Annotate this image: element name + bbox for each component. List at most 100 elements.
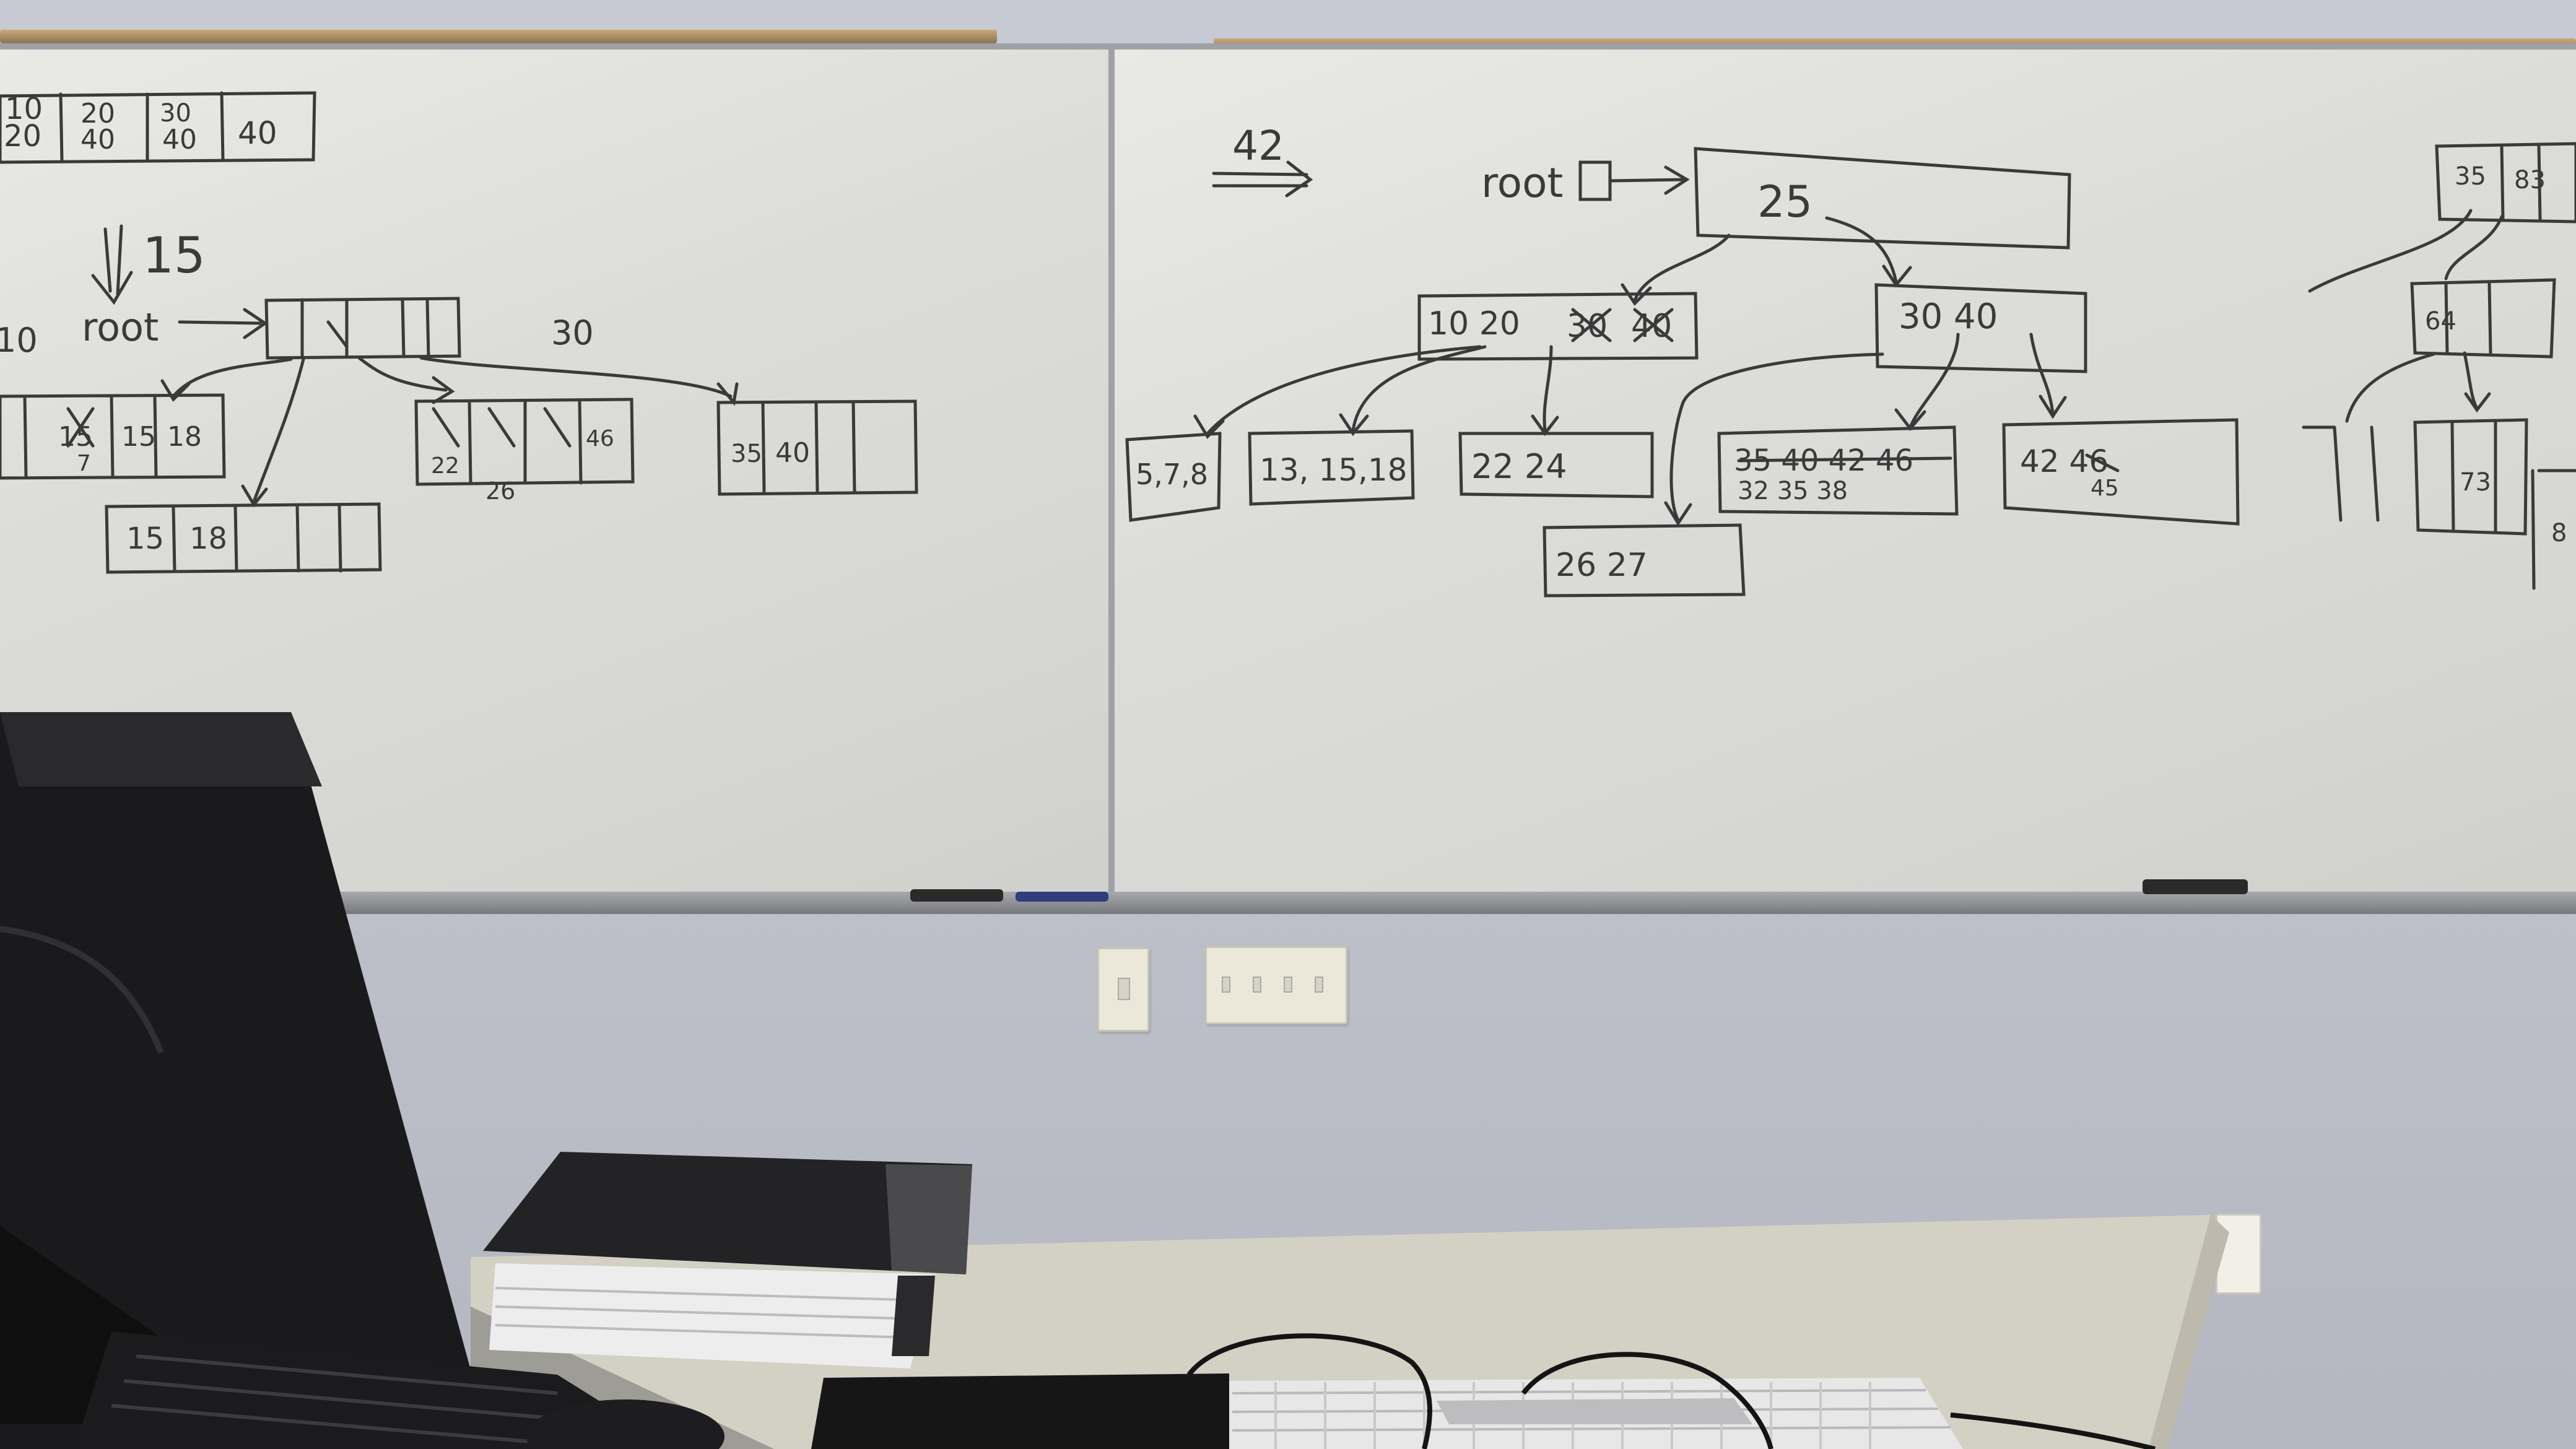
far-right-arrows [2302,209,2504,522]
left-right-label: 30 [551,313,594,352]
left-top-2: 20 [4,119,41,154]
right-arrow-leaf1 [1193,345,1482,440]
right-right-internal-values: 30 40 [1899,297,1998,337]
right-leaf-5-top: 35 40 42 46 [1734,443,1913,478]
left-top-5: 30 [160,99,191,128]
right-left-internal-values: 10 20 [1428,305,1520,342]
far-right-4: 73 [2460,468,2491,497]
right-leaf-4-values: 26 27 [1556,547,1648,584]
left-leaf-d-1: 15 [126,521,164,556]
left-leaf-a-1: 15 [58,421,93,453]
right-left-internal-struck-2: 40 [1631,308,1672,345]
right-root-arrow-right [1825,216,1912,288]
left-board-text: 10 20 20 40 30 40 40 15 root 10 30 15 15… [0,92,810,556]
right-arrow-leaf6 [2029,333,2067,419]
left-down-arrow [91,224,133,305]
left-node-arrow-3 [357,356,455,404]
left-node-arrow-4 [419,356,739,406]
far-right-node-mid [2410,278,2556,359]
dimmer-switch-plate [1205,946,1347,1024]
left-node-arrow-1 [160,357,293,402]
switch-2[interactable] [1253,977,1261,993]
right-leaf-5 [1717,425,1959,516]
right-root-arrow [1608,165,1690,195]
switch-4[interactable] [1315,977,1323,993]
switch-3[interactable] [1284,977,1292,993]
left-leaf-a [0,393,226,480]
right-leaf-2-values: 13, 15,18 [1260,452,1408,488]
switch-1[interactable] [1222,977,1230,993]
left-top-4: 40 [80,124,115,155]
right-board-text: 42 root 25 10 20 30 40 30 40 5,7,8 13, 1… [1136,122,2567,584]
right-root-box [1578,160,1612,201]
left-leaf-b-3: 46 [586,426,614,451]
right-root-node [1694,147,2071,250]
mouse [526,1399,724,1449]
right-root-label: root [1481,159,1563,207]
left-leaf-b-1: 22 [431,453,459,479]
left-leaf-c-2: 40 [775,437,810,469]
right-leaf-6-values: 42 46 [2020,443,2108,479]
keyboard-left [74,1331,607,1449]
left-top-7: 40 [238,115,277,151]
right-leaf-6 [2002,418,2240,526]
light-switch-plate [1097,947,1149,1032]
left-root-arrow [178,308,268,339]
left-map-rail [0,30,997,43]
left-leaf-c [716,399,918,496]
left-leaf-a-4: 7 [77,451,91,476]
far-right-3: 64 [2425,307,2456,336]
right-strikes [1571,308,2120,472]
left-leaf-d [105,502,382,574]
right-arrow-leaf5 [1894,333,1960,431]
cable-2 [1521,1352,1773,1449]
far-right-node-top [2435,142,2576,224]
marker-blue [1016,892,1108,902]
right-arrow-leaf4 [1664,352,1884,526]
right-root-node-value: 25 [1757,176,1812,227]
right-arrow-leaf2 [1339,345,1487,437]
desk-edge [2149,1215,2229,1449]
left-leaf-b-2: 26 [485,477,515,505]
right-insert-label: 42 [1232,122,1284,170]
far-right-node-low [2413,418,2528,536]
right-leaf-5-bottom: 32 35 38 [1738,477,1848,505]
right-right-internal [1874,283,2087,373]
far-right-1: 35 [2455,162,2486,191]
right-leaf-2 [1248,429,1415,506]
left-leaf-d-2: 18 [189,521,227,556]
far-right-node-edge [2531,469,2576,590]
left-top-6: 40 [162,124,197,155]
right-leaf-1-values: 5,7,8 [1136,458,1208,491]
right-leaf-1 [1125,432,1222,522]
left-leaf-c-1: 35 [731,440,762,468]
left-middle-node [264,297,461,360]
left-node-arrow-2 [241,357,305,508]
black-device [811,1373,1229,1449]
keyboard-right [1229,1378,1963,1449]
right-left-internal-struck-1: 30 [1567,308,1608,345]
binder [483,1152,972,1368]
far-right-2: 83 [2514,166,2546,194]
left-root-label: root [82,305,159,350]
left-leaf-b [414,398,635,486]
left-leaf-a-3: 18 [167,421,202,453]
monitor [0,712,492,1449]
left-top-3: 20 [80,98,115,129]
far-right-5: 8 [2551,519,2567,547]
marker-left [910,889,1003,902]
marker-right [2143,879,2248,894]
cable-1 [1186,1333,1432,1449]
marker-tray [0,892,2576,914]
right-leaf-3-values: 22 24 [1471,447,1567,486]
left-strikes [66,320,572,448]
light-switch[interactable] [1118,978,1130,1000]
right-leaf-3 [1458,432,1654,498]
right-insert-arrow [1212,160,1313,198]
right-leaf-4 [1543,523,1746,598]
left-top-1: 10 [5,92,43,126]
left-insert-label: 15 [142,227,206,284]
right-leaf-6-sub: 45 [2091,476,2119,501]
